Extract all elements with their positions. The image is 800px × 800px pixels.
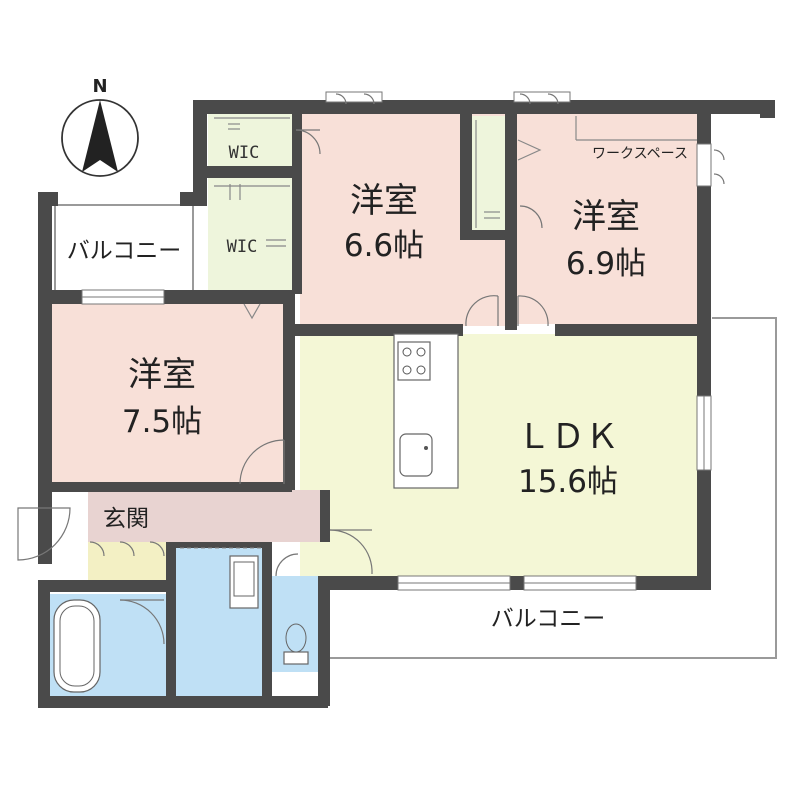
wash-basin <box>229 555 259 609</box>
room-size-western-69: 6.9帖 <box>566 246 646 282</box>
north-arrow-icon <box>82 100 118 172</box>
compass: N <box>61 76 139 177</box>
floor-hall <box>168 490 328 542</box>
compass-north-label: N <box>92 76 107 97</box>
windows <box>81 91 712 591</box>
floor-wic-lower <box>208 178 292 294</box>
floor-genkan <box>88 490 168 542</box>
toilet-bowl <box>285 623 307 653</box>
room-name-workspace: ワークスペース <box>592 146 688 162</box>
doors <box>17 93 725 645</box>
closet-hangers <box>214 116 697 320</box>
room-size-ldk: 15.6帖 <box>518 464 618 500</box>
stove <box>397 341 431 381</box>
balcony-main-label: バルコニー <box>491 606 606 632</box>
room-name-ldk: ＬＤＫ <box>517 417 619 457</box>
floor-wic-upper <box>208 114 296 166</box>
floor-western-75 <box>52 302 292 482</box>
floor-western-69 <box>515 114 697 324</box>
room-name-wic-upper: WIC <box>229 143 260 163</box>
room-name-western-69: 洋室 <box>572 197 640 237</box>
wash-basin-bowl <box>233 561 255 597</box>
bathtub <box>53 599 101 693</box>
balcony-west-label: バルコニー <box>67 238 182 264</box>
toilet-tank <box>283 651 309 665</box>
room-name-western-66: 洋室 <box>350 181 418 221</box>
room-size-western-75: 7.5帖 <box>122 404 202 440</box>
room-size-western-66: 6.6帖 <box>344 228 424 264</box>
floor-entry-step <box>88 542 166 580</box>
room-name-wic-lower: WIC <box>227 237 258 257</box>
floor-ldk <box>300 334 697 576</box>
kitchen-counter <box>393 333 459 489</box>
room-name-western-75: 洋室 <box>128 355 196 395</box>
kitchen-sink <box>399 433 433 477</box>
bathtub-inner <box>59 605 95 687</box>
room-name-genkan: 玄関 <box>103 506 149 532</box>
